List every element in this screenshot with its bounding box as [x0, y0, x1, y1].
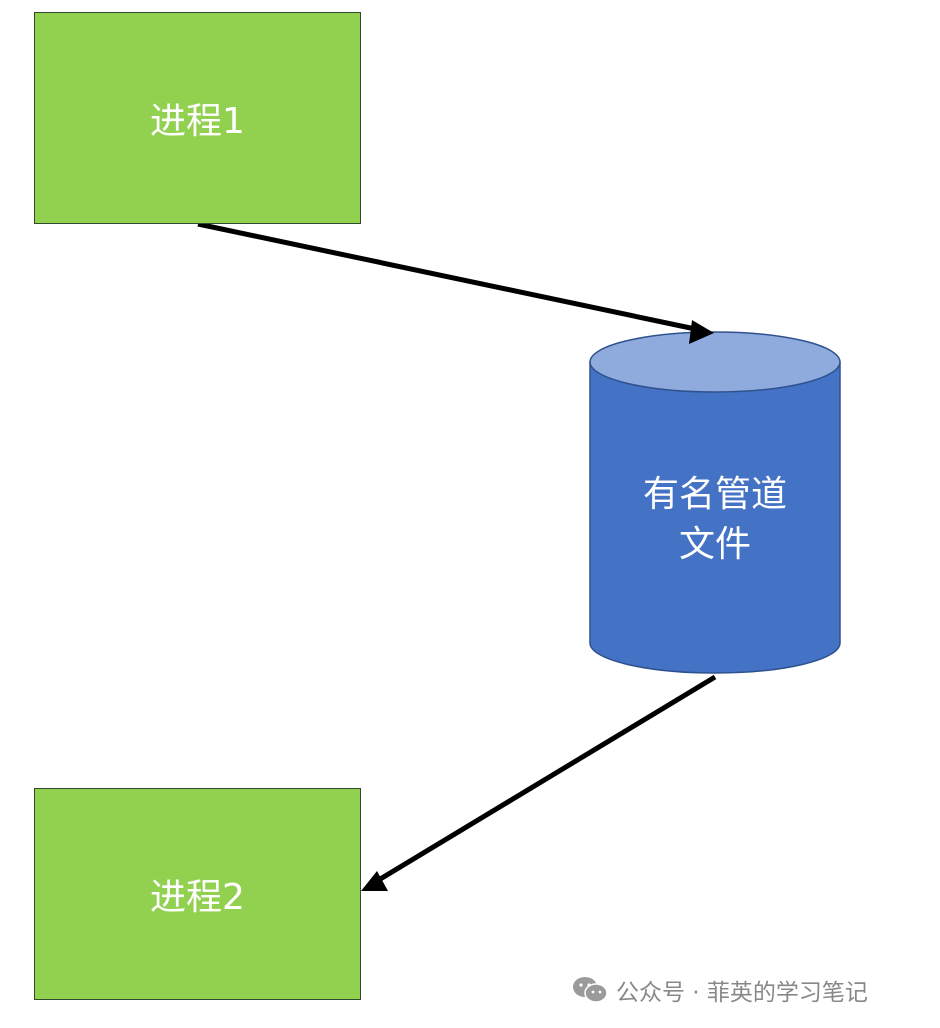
cylinder-top [589, 331, 841, 393]
named-pipe-label-line2: 文件 [678, 524, 751, 565]
named-pipe-label-line1: 有名管道 [642, 474, 787, 515]
process-2-box: 进程2 [34, 788, 361, 1000]
process-2-label: 进程2 [150, 877, 245, 918]
named-pipe-cylinder [589, 331, 841, 674]
arrow-process1-to-pipe [197, 221, 701, 333]
process-1-box: 进程1 [34, 12, 361, 224]
cylinder-body [589, 362, 841, 674]
arrow-pipe-to-process2 [370, 674, 717, 887]
arrowhead-1 [689, 320, 714, 344]
wechat-icon [573, 977, 608, 1003]
arrowhead-2 [361, 871, 388, 891]
watermark: 公众号 · 菲英的学习笔记 [572, 972, 912, 1008]
named-pipe-label: 有名管道 文件 [590, 470, 840, 570]
process-1-label: 进程1 [150, 101, 245, 142]
watermark-text: 公众号 · 菲英的学习笔记 [616, 980, 868, 1006]
